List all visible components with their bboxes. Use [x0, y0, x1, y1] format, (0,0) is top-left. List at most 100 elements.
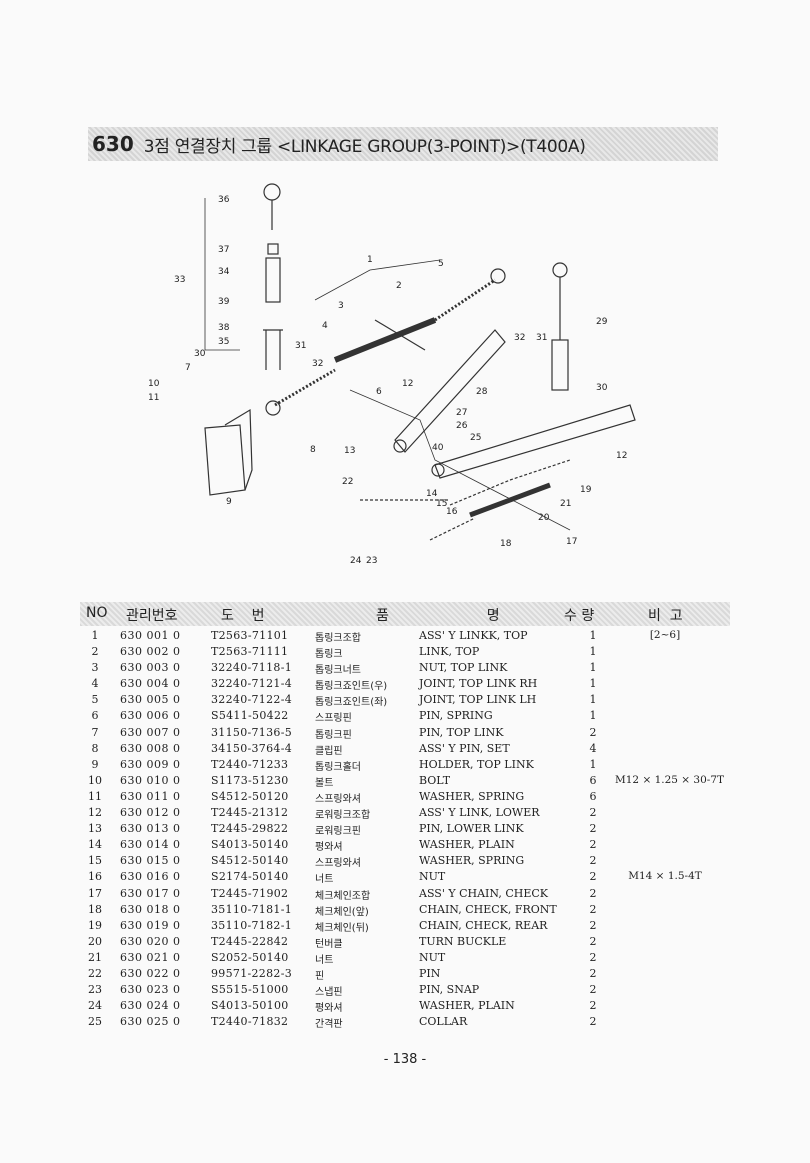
drawing-number: T2445-29822 [211, 822, 289, 836]
part-no: 5 [91, 693, 99, 707]
part-no: 7 [91, 725, 99, 739]
mgmt-number: 630 014 0 [120, 838, 181, 852]
name-english: LINK, TOP [419, 645, 480, 659]
top-link-end-rh [490, 268, 506, 284]
name-english: PIN, SNAP [419, 983, 480, 997]
diagram-label: 22 [342, 477, 353, 487]
drawing-number: T2440-71832 [211, 1015, 289, 1029]
diagram-label: 30 [194, 349, 206, 359]
holder-bracket-side [224, 408, 253, 491]
mgmt-number: 630 022 0 [120, 966, 181, 980]
section-title-bar: 630 3점 연결장치 그룹 <LINKAGE GROUP(3-POINT)>(… [88, 127, 718, 161]
drawing-number: S4512-50120 [211, 789, 289, 803]
part-no: 14 [88, 838, 102, 852]
name-english: BOLT [419, 773, 451, 787]
part-no: 8 [91, 741, 99, 755]
mgmt-number: 630 011 0 [120, 789, 181, 803]
name-english: NUT, TOP LINK [419, 661, 508, 675]
name-english: ASS' Y CHAIN, CHECK [419, 886, 548, 900]
top-link-thread-rh [434, 278, 496, 322]
header-mgmt-number: 관리번호 [126, 608, 178, 624]
quantity: 1 [589, 709, 597, 723]
diagram-label: 21 [560, 499, 571, 509]
name-english: PIN [419, 966, 441, 980]
name-english: PIN, LOWER LINK [419, 822, 524, 836]
part-no: 9 [91, 757, 99, 771]
drawing-number: T2445-71902 [211, 886, 289, 900]
quantity: 1 [589, 629, 597, 642]
check-chain-part [360, 459, 571, 506]
mgmt-number: 630 010 0 [120, 773, 181, 787]
drawing-number: 34150-3764-4 [211, 741, 293, 755]
diagram-labels: 36 37 34 33 39 38 35 30 31 32 7 10 11 9 … [148, 195, 627, 566]
mgmt-number: 630 002 0 [120, 645, 181, 659]
mgmt-number: 630 017 0 [120, 886, 181, 900]
exploded-parts-diagram: 36 37 34 33 39 38 35 30 31 32 7 10 11 9 … [148, 183, 636, 566]
top-link-end-lh [265, 400, 281, 416]
quantity: 2 [589, 822, 597, 836]
lower-link-right [434, 404, 636, 479]
remark: M14 × 1.5-4T [628, 870, 702, 883]
name-korean: 스프링와셔 [315, 793, 361, 805]
name-korean: 톱링크너트 [315, 665, 361, 677]
diagram-label: 12 [402, 379, 413, 389]
quantity: 2 [589, 870, 597, 884]
lower-link-left [394, 329, 506, 453]
quantity: 2 [589, 918, 597, 932]
top-link-thread-lh [274, 368, 336, 407]
mgmt-number: 630 020 0 [120, 934, 181, 948]
drawing-number: S5515-51000 [211, 983, 289, 997]
diagram-label: 31 [536, 333, 547, 343]
name-korean: 스냅핀 [315, 987, 343, 999]
header-remark: 비 고 [648, 608, 683, 624]
check-chain-front [429, 517, 476, 541]
name-english: CHAIN, CHECK, REAR [419, 918, 548, 932]
holder-tube-part [265, 257, 281, 303]
diagram-label: 11 [148, 393, 159, 403]
section-number: 630 [92, 132, 134, 156]
diagram-label: 35 [218, 337, 229, 347]
name-korean: 체크체인(앞) [315, 906, 369, 918]
quantity: 1 [589, 677, 597, 691]
drawing-number: 32240-7121-4 [211, 677, 293, 691]
leader-1 [314, 259, 441, 301]
mgmt-number: 630 023 0 [120, 983, 181, 997]
diagram-label: 39 [218, 297, 230, 307]
name-english: WASHER, SPRING [419, 854, 525, 868]
drawing-number: T2445-22842 [211, 934, 289, 948]
part-no: 25 [88, 1015, 102, 1029]
diagram-label: 13 [344, 446, 355, 456]
name-korean: 톱링크죠인트(좌) [315, 697, 388, 709]
diagram-label: 17 [566, 537, 577, 547]
name-korean: 평와셔 [315, 1003, 343, 1015]
name-english: PIN, SPRING [419, 709, 493, 723]
top-link-handle [374, 319, 426, 351]
quantity: 2 [589, 838, 597, 852]
diagram-label: 14 [426, 489, 438, 499]
name-korean: 톱링크홀더 [315, 761, 361, 773]
page-number: - 138 - [383, 1052, 427, 1067]
part-no: 21 [88, 950, 102, 964]
turn-buckle-part [469, 482, 551, 518]
drawing-number: T2445-21312 [211, 806, 289, 820]
quantity: 1 [589, 693, 597, 707]
name-korean: 평와셔 [315, 842, 343, 854]
diagram-label: 8 [310, 445, 316, 455]
drawing-number: 35110-7181-1 [211, 902, 293, 916]
drawing-number: 99571-2282-3 [211, 966, 293, 980]
quantity: 2 [589, 966, 597, 980]
diagram-label: 26 [456, 421, 468, 431]
lower-link-eye-right [431, 463, 445, 477]
name-english: NUT [419, 870, 446, 884]
diagram-label: 32 [312, 359, 323, 369]
name-korean: 턴버클 [315, 938, 343, 950]
